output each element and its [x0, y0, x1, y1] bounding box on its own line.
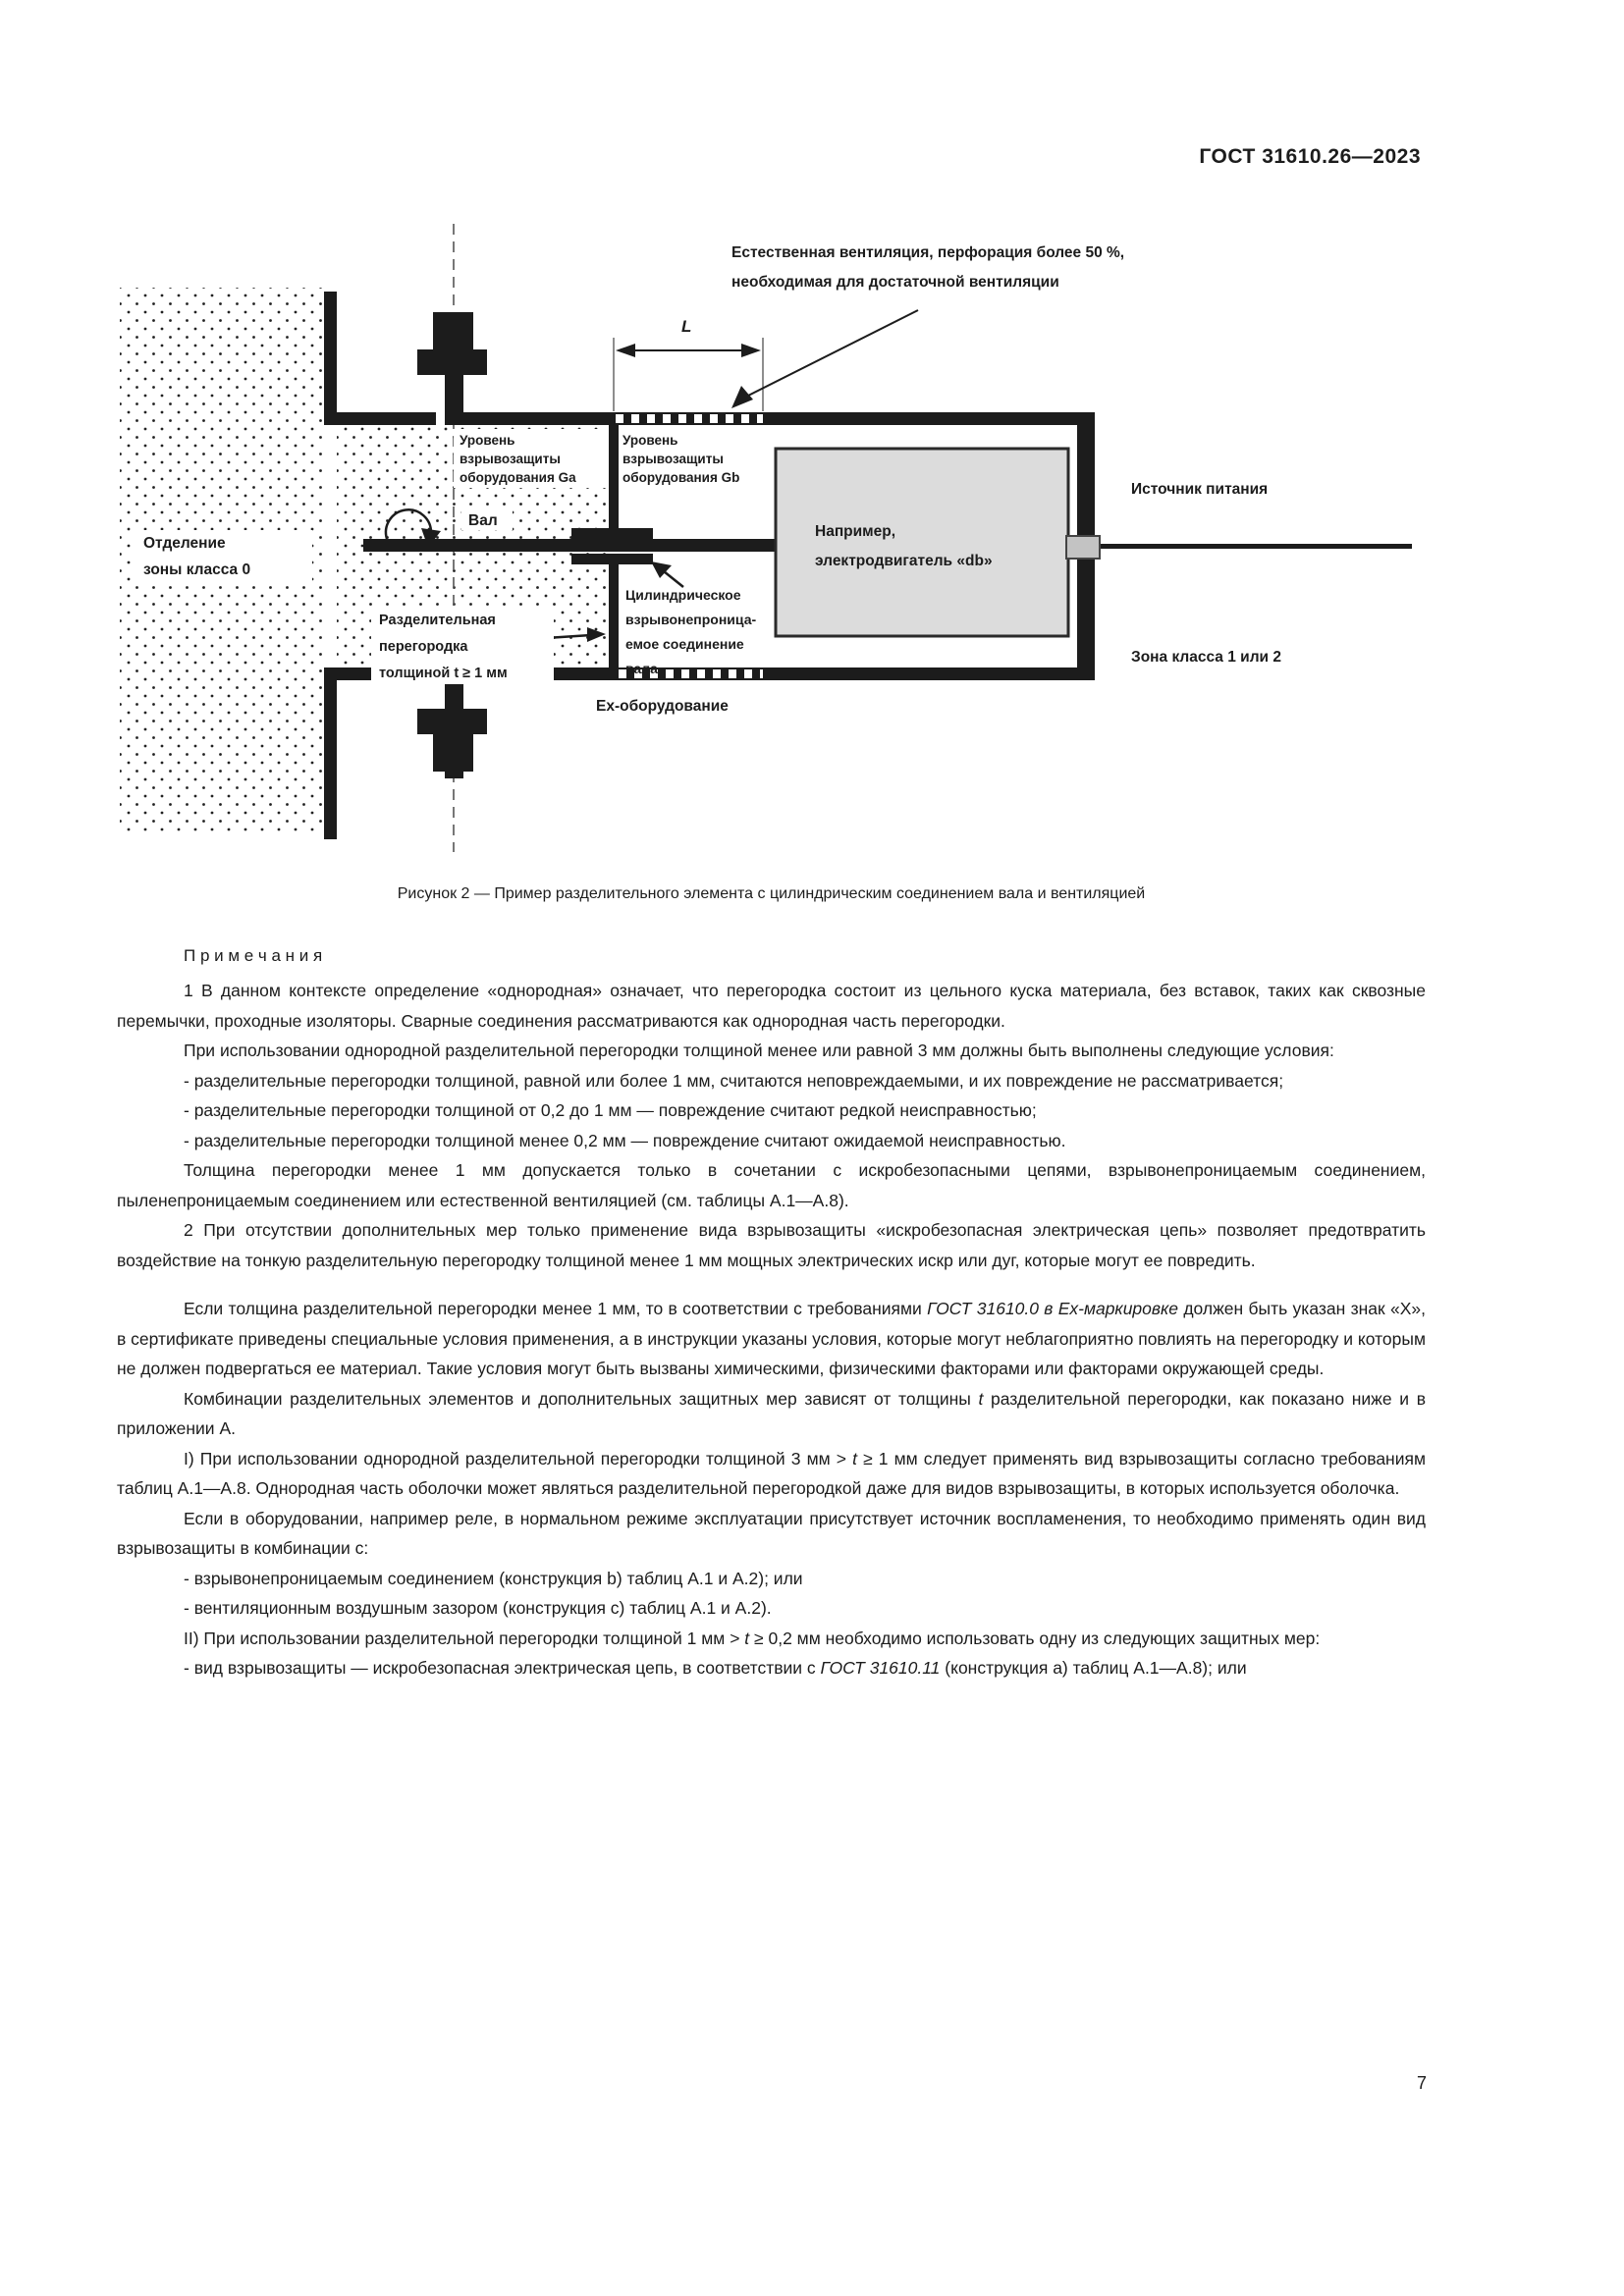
svg-text:толщиной t ≥ 1 мм: толщиной t ≥ 1 мм — [379, 666, 508, 681]
joint-arrow-head — [651, 561, 672, 578]
svg-text:электродвигатель «db»: электродвигатель «db» — [815, 553, 993, 569]
epl-gb-label: Уровень — [623, 433, 677, 448]
motor-label: Например, — [815, 523, 895, 540]
top-bolt — [417, 312, 487, 425]
notes-section: 1 В данном контексте определение «одноро… — [117, 976, 1426, 1275]
svg-text:емое соединение: емое соединение — [625, 636, 744, 652]
svg-text:зоны класса 0: зоны класса 0 — [143, 561, 250, 578]
joint-arrow-line — [663, 570, 684, 588]
svg-text:вала: вала — [625, 661, 658, 676]
joint-flange-lower — [571, 554, 653, 564]
partition-upper — [609, 425, 619, 528]
svg-text:взрывозащиты: взрывозащиты — [623, 452, 724, 466]
page-number: 7 — [1416, 2073, 1427, 2093]
epl-ga-label: Уровень — [460, 433, 514, 448]
rotation-arrow-arc — [384, 508, 433, 540]
dim-arrow-right — [741, 344, 761, 357]
body-section: Если толщина разделительной перегородки … — [117, 1294, 1426, 1683]
note-paragraph: При использовании однородной разделитель… — [184, 1041, 1334, 1060]
svg-text:оборудования Gb: оборудования Gb — [623, 470, 739, 485]
body-paragraph: - вентиляционным воздушным зазором (конс… — [184, 1598, 772, 1618]
power-line — [1098, 544, 1412, 549]
label-backplates — [134, 429, 609, 684]
cable-gland — [1065, 535, 1101, 560]
note-paragraph: - разделительные перегородки толщиной ме… — [184, 1130, 1066, 1150]
figure-labels: Естественная вентиляция, перфорация боле… — [143, 244, 1281, 715]
note-paragraph: - разделительные перегородки толщиной, р… — [184, 1070, 1284, 1091]
partition-lower — [609, 564, 619, 667]
motor-box — [774, 447, 1070, 638]
body-paragraph: Если толщина разделительной перегородки … — [117, 1299, 1426, 1378]
zone12-label: Зона класса 1 или 2 — [1131, 649, 1281, 666]
figure-2-diagram: L Естественная вентиляция, перфорация бо… — [120, 224, 1412, 852]
note-paragraph: Толщина перегородки менее 1 мм допускает… — [117, 1160, 1426, 1210]
partition-label: Разделительная — [379, 613, 496, 628]
left-wall-bottom — [324, 667, 337, 839]
note-paragraph: 2 При отсутствии дополнительных мер толь… — [117, 1220, 1426, 1270]
shaft-label: Вал — [468, 512, 498, 529]
zone0-label: Отделение — [143, 535, 226, 552]
body-paragraph: Если в оборудовании, например реле, в но… — [117, 1508, 1426, 1559]
left-wall-top — [324, 292, 337, 425]
natural-ventilation-label-2: необходимая для достаточной вентиляции — [731, 274, 1059, 291]
power-source-label: Источник питания — [1131, 481, 1268, 498]
body-paragraph: Комбинации разделительных элементов и до… — [117, 1388, 1426, 1439]
note-paragraph: 1 В данном контексте определение «одноро… — [117, 981, 1426, 1031]
figure-caption: Рисунок 2 — Пример разделительного элеме… — [397, 885, 1146, 902]
top-wall — [324, 412, 1095, 425]
note-paragraph: - разделительные перегородки толщиной от… — [184, 1100, 1037, 1120]
shaft-line — [363, 539, 776, 552]
document-header: ГОСТ 31610.26—2023 — [1199, 145, 1421, 168]
body-paragraph: I) При использовании однородной разделит… — [117, 1448, 1427, 1499]
body-paragraph: - взрывонепроницаемым соединением (конст… — [184, 1568, 803, 1588]
notes-heading: П р и м е ч а н и я — [184, 946, 323, 965]
top-wall-slot — [436, 412, 445, 425]
ex-equipment-label: Ex-оборудование — [596, 698, 729, 715]
rotation-arrow-head — [421, 528, 441, 548]
ventilation-arrow-line — [737, 309, 919, 401]
dim-l-label: L — [681, 317, 691, 336]
svg-text:перегородка: перегородка — [379, 639, 468, 655]
joint-flange-upper — [571, 528, 653, 539]
partition-arrow-head — [587, 627, 606, 642]
svg-text:взрывонепроница-: взрывонепроница- — [625, 612, 756, 627]
joint-label: Цилиндрическое — [625, 587, 741, 603]
svg-text:взрывозащиты: взрывозащиты — [460, 452, 561, 466]
body-paragraph: II) При использовании разделительной пер… — [184, 1628, 1321, 1648]
dimension-l — [613, 338, 764, 411]
ventilation-arrow-head — [731, 386, 753, 408]
natural-ventilation-label: Естественная вентиляция, перфорация боле… — [731, 244, 1124, 261]
svg-text:оборудования Ga: оборудования Ga — [460, 470, 576, 485]
dim-arrow-left — [616, 344, 635, 357]
body-paragraph: - вид взрывозащиты — искробезопасная эле… — [184, 1658, 1247, 1678]
text-block: П р и м е ч а н и я 1 В данном контексте… — [117, 946, 1426, 1683]
bottom-bolt — [417, 667, 487, 778]
